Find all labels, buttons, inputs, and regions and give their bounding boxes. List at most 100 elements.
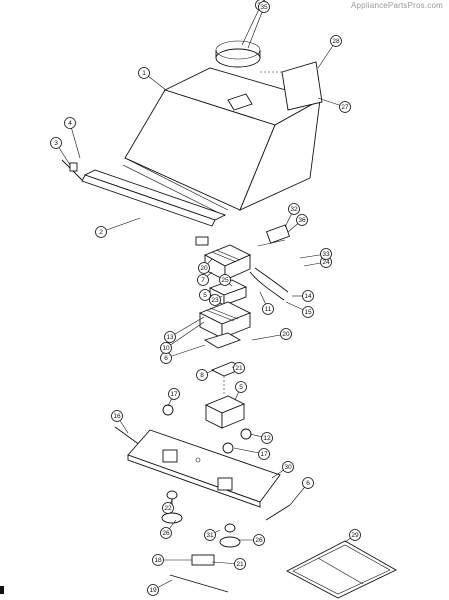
edge-mark [0,586,4,594]
callout-26: 26 [238,534,265,546]
callout-number-10: 10 [162,345,170,352]
callout-bubble-28 [330,35,342,47]
callout-number-35: 35 [260,4,268,11]
callout-number-16: 16 [113,413,121,420]
callout-bubble-3 [50,137,62,149]
callout-number-21: 21 [235,365,243,372]
callout-leader-6 [165,344,206,359]
watermark: AppliancePartsPros.com [351,1,443,10]
callout-leader-10 [165,321,205,349]
callout-27: 27 [317,97,351,113]
callout-17: 17 [167,388,180,407]
callout-bubble-32 [288,203,300,215]
callout-bubble-5 [235,381,247,393]
callout-10: 10 [160,321,205,354]
wire-harness [249,224,291,301]
callout-bubble-4 [64,117,76,129]
callout-number-17: 17 [260,451,268,458]
callout-number-24: 24 [322,259,330,266]
callout-14: 14 [292,290,314,302]
grease-filter [286,540,397,599]
callout-number-18: 18 [154,557,162,564]
callout-number-33: 33 [322,251,330,258]
callout-6: 6 [160,344,206,364]
callout-leader-2 [100,217,141,233]
callout-leader-4 [69,122,81,159]
callout-28: 28 [317,35,342,69]
callout-number-19: 19 [149,587,157,594]
callout-13: 13 [164,316,205,343]
callout-number-20: 20 [282,331,290,338]
callout-bubble-27 [339,101,351,113]
callout-bubble-5 [199,289,211,301]
callout-12: 12 [249,432,273,444]
callout-bubble-2 [95,226,107,238]
callout-number-21: 21 [236,561,244,568]
callout-19: 19 [147,579,173,596]
callout-number-5: 5 [239,384,243,391]
callout-number-36: 36 [298,217,306,224]
callout-bubble-17 [168,388,180,400]
callout-21: 21 [231,362,245,374]
damper-collar [215,40,261,68]
callout-number-14: 14 [304,293,312,300]
callout-bubble-7 [197,274,209,286]
callout-16: 16 [111,410,129,434]
callout-bubble-16 [111,410,123,422]
callout-bubble-20 [198,262,210,274]
callout-30: 30 [271,461,294,479]
callout-bubble-23 [209,294,221,306]
callout-29: 29 [344,529,361,543]
rod-right [265,504,291,521]
callout-number-17: 17 [170,391,178,398]
callout-number-22: 22 [164,505,172,512]
callout-number-2: 2 [99,229,103,236]
callout-bubble-22 [162,502,174,514]
callout-3: 3 [50,137,71,166]
callout-15: 15 [285,301,314,318]
callout-number-26: 26 [255,537,263,544]
callout-number-13: 13 [166,334,174,341]
callout-33: 33 [299,248,332,260]
callout-18: 18 [152,554,192,566]
callout-24: 24 [303,256,332,268]
callout-leader-34 [241,4,262,46]
callout-36: 36 [287,214,308,233]
callout-20: 20 [251,328,292,341]
callout-number-28: 28 [332,38,340,45]
callout-number-1: 1 [142,70,146,77]
callout-bubble-36 [296,214,308,226]
callout-bubble-10 [160,342,172,354]
callout-number-23: 23 [211,297,219,304]
callout-6: 6 [289,477,314,506]
callout-bubble-11 [262,303,274,315]
callout-number-26: 26 [162,530,170,537]
callout-5: 5 [234,381,247,401]
callout-1: 1 [138,67,167,91]
connector-block [195,236,209,246]
callout-8: 8 [196,369,215,381]
callout-26: 26 [160,519,177,539]
callout-number-27: 27 [341,104,349,111]
callout-bubble-15 [302,306,314,318]
callout-bubble-18 [152,554,164,566]
callout-31: 31 [204,529,221,541]
callout-17: 17 [233,447,270,460]
callout-number-7: 7 [201,277,205,284]
callout-35: 35 [247,1,270,49]
duct-cover [260,61,323,111]
callout-32: 32 [284,203,300,228]
callout-number-30: 30 [284,464,292,471]
callout-20: 20 [198,258,213,274]
front-rail [61,159,227,227]
callout-number-25: 25 [221,277,229,284]
callout-bubble-35 [258,1,270,13]
callout-number-20: 20 [200,265,208,272]
callout-4: 4 [64,117,81,159]
callout-number-32: 32 [290,206,298,213]
lower-control-box [198,301,252,349]
callout-number-12: 12 [263,435,271,442]
callout-bubble-30 [282,461,294,473]
callout-2: 2 [95,217,141,238]
